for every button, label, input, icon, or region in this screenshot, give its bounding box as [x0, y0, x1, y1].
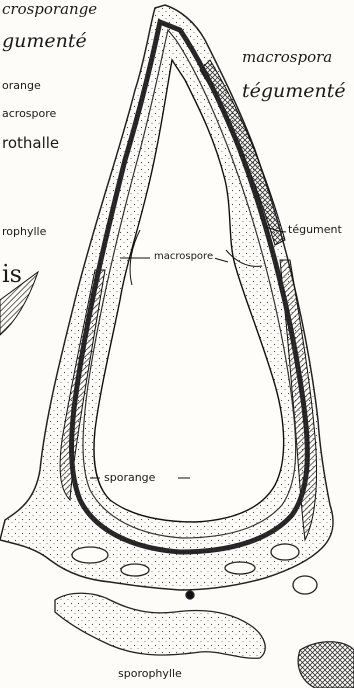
label-tegumente-left: gumenté — [2, 32, 87, 51]
sporophylle-lobe — [55, 593, 265, 658]
label-tegumente-right: tégumenté — [242, 82, 346, 101]
label-tegument: tégument — [286, 224, 344, 235]
label-macrospore: macrospore — [152, 252, 215, 262]
label-prothalle-left: rothalle — [2, 136, 59, 151]
label-macrospore-left: acrospore — [2, 108, 56, 119]
label-macrosporange-right: macrospora — [242, 50, 332, 65]
label-is-left: is — [2, 262, 22, 286]
label-sporophylle-left: rophylle — [2, 226, 46, 237]
label-macrosporange-left: crosporange — [2, 2, 97, 17]
label-sporange-left: orange — [2, 80, 41, 91]
label-sporophylle: sporophylle — [118, 668, 182, 679]
label-sporange: sporange — [102, 472, 157, 483]
